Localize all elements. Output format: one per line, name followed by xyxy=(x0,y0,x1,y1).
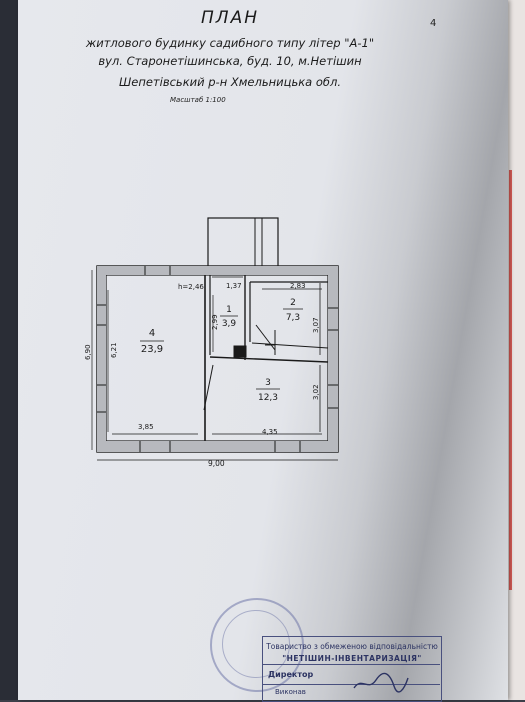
room-4-area: 23,9 xyxy=(141,344,163,355)
dim-4-35: 4,35 xyxy=(262,428,278,436)
round-seal xyxy=(210,598,304,692)
room-1-number: 1 xyxy=(226,305,232,315)
room-1-area: 3,9 xyxy=(222,319,237,329)
signature xyxy=(353,672,409,693)
stamp-org-line-1: Товариство з обмеженою відповідальністю xyxy=(266,642,438,651)
stamp-position: Директор xyxy=(268,670,314,679)
address-line: вул. Старонетішинська, буд. 10, м.Нетіши… xyxy=(98,54,362,68)
district-line: Шепетівський р-н Хмельницька обл. xyxy=(118,75,342,89)
dim-9-00: 9,00 xyxy=(208,459,225,468)
stamp-executor: Виконав xyxy=(275,688,306,696)
stamp-divider xyxy=(262,664,440,665)
room-2-number: 2 xyxy=(290,298,296,308)
stamp-org-line-2: "НЕТІШИН-ІНВЕНТАРИЗАЦІЯ" xyxy=(282,654,422,663)
red-margin-line xyxy=(509,170,512,590)
stamp-divider-2 xyxy=(262,684,440,685)
room-2-area: 7,3 xyxy=(286,313,300,323)
height-label: h=2,46 xyxy=(178,283,204,291)
dim-6-90: 6,90 xyxy=(84,344,92,360)
room-3-area: 12,3 xyxy=(258,393,278,403)
subtitle-line-1: житлового будинку садибного типу літер "… xyxy=(85,36,375,50)
dim-1-37: 1,37 xyxy=(226,282,242,290)
page-title: ПЛАН xyxy=(201,8,259,28)
dim-3-85: 3,85 xyxy=(138,423,154,431)
room-4-number: 4 xyxy=(149,328,155,339)
dim-3-07: 3,07 xyxy=(312,317,320,333)
dim-6-21: 6,21 xyxy=(110,342,118,358)
dim-2-99: 2,99 xyxy=(211,314,219,330)
dim-2-83: 2,83 xyxy=(290,282,306,290)
round-seal-inner xyxy=(222,610,290,678)
page-number: 4 xyxy=(430,18,437,29)
dim-3-02: 3,02 xyxy=(312,384,320,400)
room-3-number: 3 xyxy=(265,378,271,388)
scale-label: Масштаб 1:100 xyxy=(170,96,226,104)
